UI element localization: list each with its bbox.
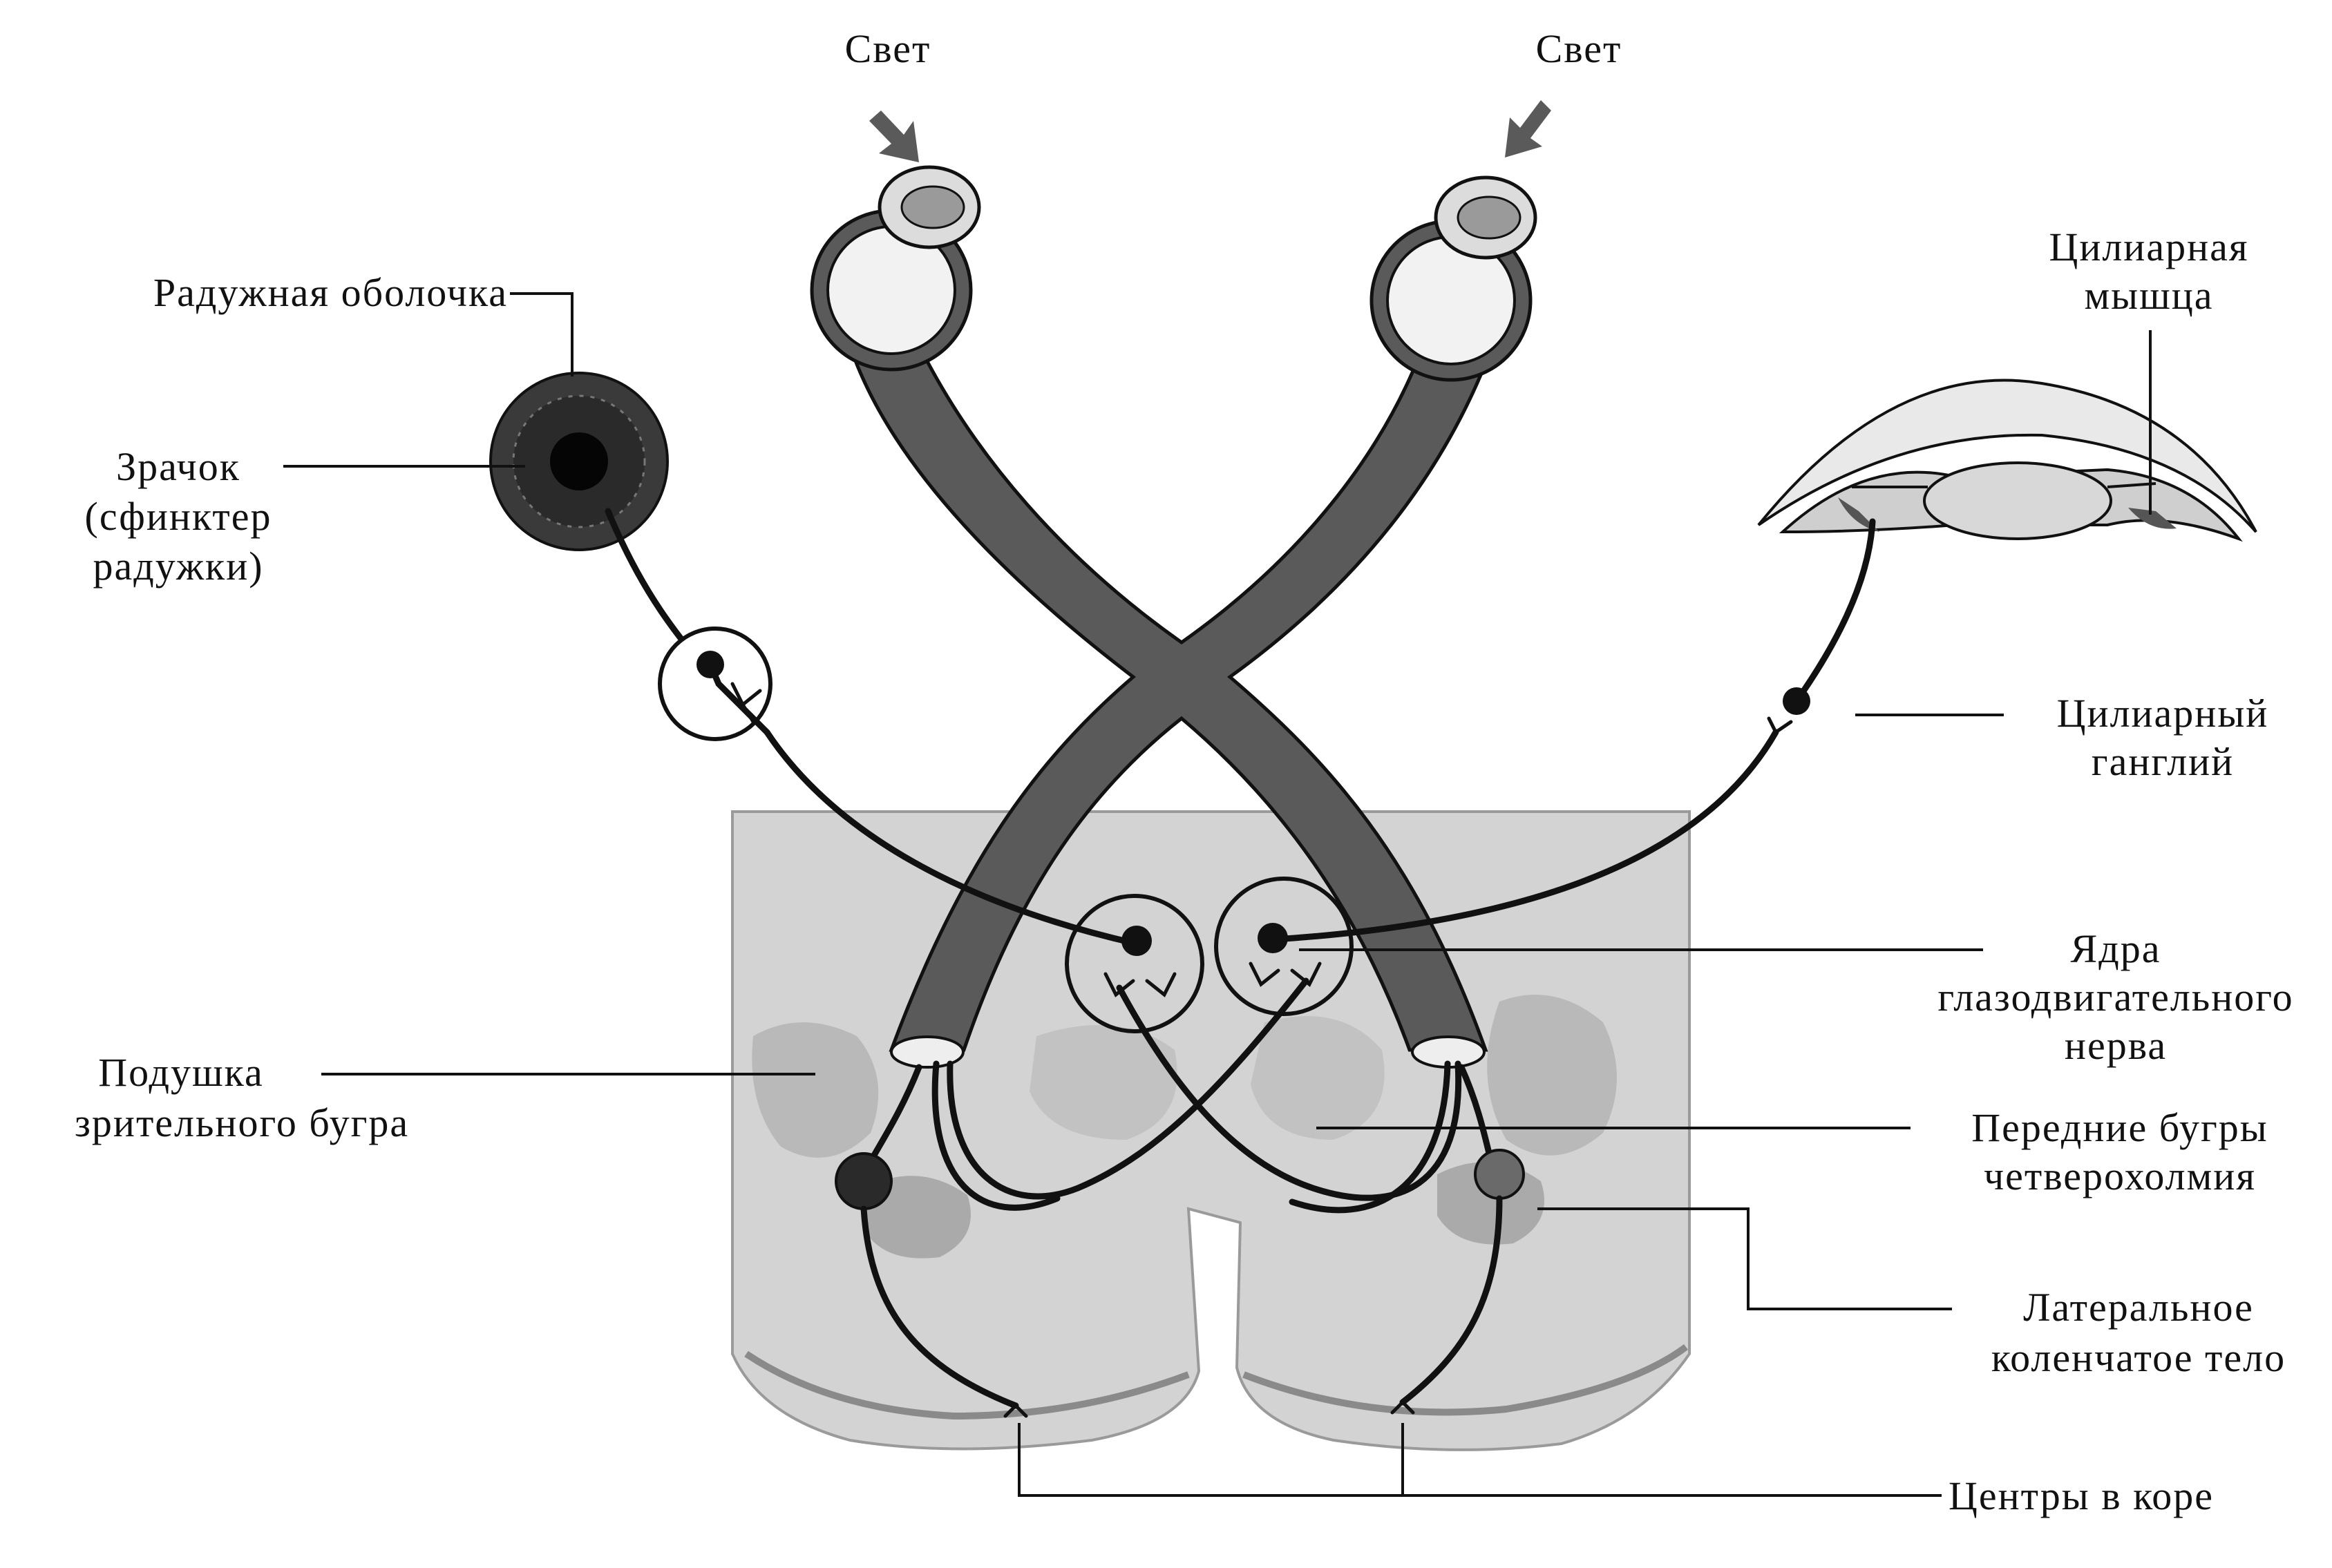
eye-left [810,165,981,372]
pulvinar-right [1487,995,1617,1156]
efferent-nerve-right [1271,729,1779,943]
nucleus-cell-left [1121,926,1152,956]
neural-pathways [605,508,1876,1418]
label-nuclei-line2: глазодвигательного [1937,975,2293,1020]
leader-lgn [1537,1207,1952,1310]
optic-tract-end-left [890,1035,965,1069]
label-ciliary-ganglion-line2: ганглий [2092,739,2234,784]
lgn-left [864,1176,971,1259]
label-cortex: Центры в коре [1949,1473,2214,1518]
label-pupil-line2: (сфинктер [85,494,272,539]
label-colliculi-line2: четверохолмия [1984,1154,2256,1198]
colliculus-right [1251,1016,1385,1140]
label-pulvinar-line2: зрительного бугра [75,1100,409,1145]
short-ciliary-nerve-right [1793,518,1876,705]
lgn-body-left [835,1152,893,1210]
label-lgn-line2: коленчатое тело [1991,1335,2286,1380]
eye-right [1369,175,1537,382]
label-lgn-line1: Латеральное [2023,1285,2254,1330]
colliculus-left [1030,1025,1177,1140]
label-pupil-line1: Зрачок [116,444,240,489]
nucleus-cell-right [1258,923,1288,953]
leader-cortex [1018,1423,1942,1497]
nucleus-circle-right [1214,877,1354,1016]
light-arrow-left-icon [869,111,919,162]
label-light-left: Свет [845,26,931,71]
label-colliculi-line1: Передние бугры [1971,1105,2268,1150]
label-pulvinar-line1: Подушка [98,1050,263,1095]
label-nuclei-line1: Ядра [2071,926,2161,971]
ciliary-muscle-icon [1757,379,2257,542]
label-ciliary-muscle-line2: мышца [2084,273,2213,318]
light-arrow-right-icon [1505,100,1551,157]
label-nuclei-line3: нерва [2065,1023,2167,1068]
labels: Свет Свет Радужная оболочка Зрачок (сфин… [75,26,2293,1518]
ciliary-ganglion-cell [1783,687,1810,715]
label-light-right: Свет [1536,26,1622,71]
leader-iris [510,292,573,376]
nucleus-circle-left [1065,894,1204,1033]
iris-icon [489,372,669,551]
pulvinar-left [752,1022,879,1158]
label-iris: Радужная оболочка [153,270,508,315]
label-ciliary-ganglion-line1: Цилиарный [2057,691,2269,736]
lgn-body-right [1474,1149,1525,1200]
brain-block [731,810,1691,1451]
label-pupil-line3: радужки) [93,544,263,589]
optic-chiasm [847,343,1495,1069]
leader-lines [283,292,2152,1497]
efferent-nerve-left [764,729,1137,946]
label-ciliary-muscle-line1: Цилиарная [2049,224,2248,269]
